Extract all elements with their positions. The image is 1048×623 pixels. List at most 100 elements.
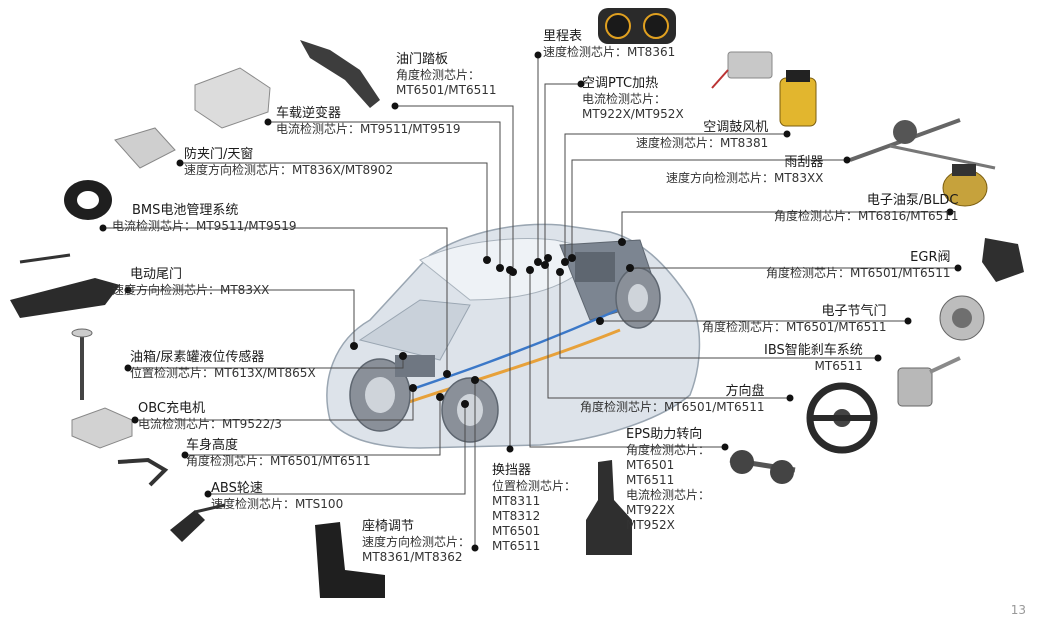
label-line: MT6511 — [626, 473, 675, 488]
leader-fuelpump — [621, 211, 950, 242]
dot — [506, 445, 514, 453]
label-title: EPS助力转向 — [626, 427, 703, 442]
blower-icon — [779, 70, 817, 127]
car-dot — [471, 376, 479, 384]
label-throttle-valve: 电子节气门 角度检测芯片：MT6501/MT6511 — [702, 304, 887, 335]
label-title: BMS电池管理系统 — [132, 203, 239, 218]
dashboard-gauge-icon — [598, 8, 676, 44]
car-dot — [399, 352, 407, 360]
label-line: 位置检测芯片：MT613X/MT865X — [130, 366, 316, 381]
label-line: 电流检测芯片：MT9511/MT9519 — [112, 219, 297, 234]
label-title: OBC充电机 — [138, 401, 205, 416]
label-anti-pinch: 防夹门/天窗 速度方向检测芯片：MT836X/MT8902 — [184, 147, 393, 178]
car-dot — [568, 254, 576, 262]
dot — [181, 451, 189, 459]
leader-abs — [208, 404, 466, 495]
car-dot — [556, 268, 564, 276]
eps-rack-icon — [729, 450, 796, 484]
label-title: 车载逆变器 — [276, 106, 342, 121]
label-line: MT922X/MT952X — [582, 107, 684, 122]
leader-steering — [547, 258, 790, 399]
car-dot — [526, 266, 534, 274]
label-line: 电流检测芯片： — [626, 488, 711, 503]
label-ptc-heater: 空调PTC加热 电流检测芯片： MT922X/MT952X — [582, 76, 684, 122]
label-onboard-inverter: 车载逆变器 电流检测芯片：MT9511/MT9519 — [276, 106, 461, 137]
label-seat-adjust: 座椅调节 速度方向检测芯片： MT8361/MT8362 — [362, 519, 470, 565]
dot — [176, 159, 184, 167]
dot — [124, 364, 132, 372]
thumbnails — [10, 8, 1024, 598]
label-line: MT922X — [626, 503, 675, 518]
label-title: 电动尾门 — [130, 267, 183, 282]
label-line: MT6501 — [626, 458, 675, 473]
dot — [954, 264, 962, 272]
label-title: 车身高度 — [186, 438, 239, 453]
label-line: 速度检测芯片：MTS100 — [211, 497, 344, 512]
car-dot — [561, 258, 569, 266]
leader-ptc — [544, 83, 581, 265]
label-ride-height: 车身高度 角度检测芯片：MT6501/MT6511 — [186, 438, 371, 469]
label-line: 速度方向检测芯片：MT83XX — [666, 171, 824, 186]
car-dot — [350, 342, 358, 350]
label-line: 角度检测芯片： — [396, 68, 481, 83]
car-dot — [506, 266, 514, 274]
label-title: ABS轮速 — [211, 481, 263, 496]
leader-inverter — [268, 121, 501, 268]
label-fuel-pump: 电子油泵/BLDC 角度检测芯片：MT6816/MT6511 — [774, 193, 959, 224]
fuel-pump-icon — [942, 164, 988, 207]
label-title: 方向盘 — [725, 384, 765, 399]
connection-dots — [99, 51, 962, 552]
dot — [391, 102, 399, 110]
height-sensor-icon — [117, 457, 169, 487]
car-dot — [496, 264, 504, 272]
egr-valve-icon — [982, 238, 1024, 282]
label-abs: ABS轮速 速度检测芯片：MTS100 — [211, 481, 343, 512]
dot — [264, 118, 272, 126]
label-line: MT6501 — [492, 524, 541, 539]
leader-eps — [529, 270, 725, 448]
label-line: 角度检测芯片： — [626, 443, 711, 458]
steering-wheel-icon — [806, 382, 878, 454]
label-gear-shifter: 换挡器 位置检测芯片： MT8311 MT8312 MT6501 MT6511 — [492, 463, 576, 554]
label-line: 速度检测芯片：MT8361 — [543, 45, 676, 60]
dot — [534, 51, 542, 59]
dot — [786, 394, 794, 402]
label-line: 速度方向检测芯片： — [362, 535, 471, 550]
label-obc: OBC充电机 电流检测芯片：MT9522/3 — [138, 401, 282, 432]
label-tailgate: 电动尾门 速度方向检测芯片：MT83XX — [112, 267, 269, 298]
label-title: 油门踏板 — [396, 52, 449, 67]
label-line: MT6511 — [814, 359, 863, 374]
label-odometer: 里程表 速度检测芯片：MT8361 — [543, 29, 675, 60]
label-title: 换挡器 — [492, 463, 532, 478]
dot — [99, 224, 107, 232]
throttle-body-icon — [939, 295, 985, 341]
label-title: EGR阀 — [910, 250, 951, 265]
label-title: 电子油泵/BLDC — [866, 193, 959, 208]
label-line: MT6501/MT6511 — [396, 83, 497, 98]
label-title: IBS智能刹车系统 — [764, 343, 863, 358]
car-dot — [544, 254, 552, 262]
window-motor-icon — [114, 127, 176, 169]
car-dot — [443, 370, 451, 378]
dot — [471, 544, 479, 552]
dot — [721, 443, 729, 451]
label-line: 电流检测芯片： — [582, 92, 667, 107]
leader-bms — [103, 227, 448, 374]
wiper-motor-icon — [849, 118, 996, 170]
dot — [124, 286, 132, 294]
label-line: 角度检测芯片：MT6501/MT6511 — [766, 266, 951, 281]
inverter-icon — [194, 67, 271, 129]
label-title: 空调PTC加热 — [582, 76, 659, 91]
label-line: MT8311 — [492, 494, 541, 509]
label-line: MT6511 — [492, 539, 541, 554]
leader-rideheight — [185, 397, 441, 456]
charger-icon — [71, 407, 133, 449]
label-line: 速度检测芯片：MT8381 — [636, 136, 769, 151]
label-title: 油箱/尿素罐液位传感器 — [130, 350, 265, 365]
leader-throttle-pedal — [395, 105, 514, 272]
leader-wiper — [571, 159, 847, 258]
dot — [904, 317, 912, 325]
car-dot — [541, 261, 549, 269]
brake-booster-icon — [897, 356, 961, 407]
dot — [783, 130, 791, 138]
